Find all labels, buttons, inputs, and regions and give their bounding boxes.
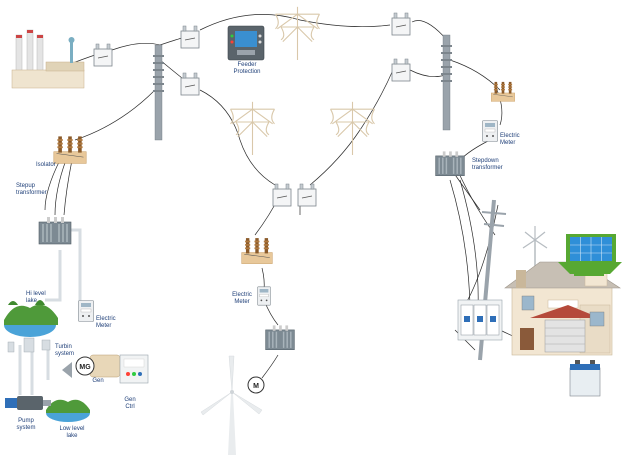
generator-icon: MG: [75, 354, 121, 378]
isolator-label: Isolator: [36, 162, 56, 168]
stepdown-transformer-label: Stepdown transformer: [472, 158, 503, 171]
motor-generator-symbol: MG: [79, 364, 91, 371]
gen-control-icon: [119, 354, 149, 384]
lake-icon: [46, 399, 90, 422]
transformer-icon: [264, 324, 296, 351]
isolator-icon: [53, 135, 87, 164]
pump-icon: [5, 396, 51, 410]
switch-box-icon: [180, 25, 200, 49]
switch-box-icon: [297, 183, 317, 207]
turbine-icon: [7, 337, 72, 378]
lake-icon: [4, 300, 58, 337]
electric-meter-icon: [78, 300, 94, 322]
transformer-icon: [38, 216, 72, 245]
gen-label: Gen: [92, 378, 104, 384]
motor-symbol: M: [253, 383, 259, 390]
transmission-tower-icon: [274, 6, 321, 60]
stepup-transformer-label: Stepup transformer: [16, 183, 47, 196]
feeder-protection-relay-icon: [227, 25, 265, 61]
gen-ctrl-label: Gen Ctrl: [124, 397, 136, 410]
electric-meter-center-label: Electric Meter: [232, 292, 252, 305]
transmission-tower-icon: [229, 101, 276, 155]
battery-icon: [569, 360, 601, 397]
switch-box-icon: [180, 72, 200, 96]
switch-box-icon: [391, 12, 411, 36]
transmission-tower-icon: [329, 101, 376, 155]
motor-icon: M: [247, 376, 265, 394]
transformer-icon: [434, 150, 466, 177]
feeder-protection-label: Feeder Protection: [233, 62, 261, 75]
breaker-panel-icon: [457, 299, 503, 341]
isolator-icon: [490, 81, 516, 102]
high-voltage-pole-icon: [153, 44, 164, 141]
turbin-system-label: Turbin system: [55, 344, 75, 357]
switch-box-icon: [391, 58, 411, 82]
electric-meter-right-label: Electric Meter: [500, 133, 520, 146]
low-level-lake-label: Low level lake: [59, 426, 85, 439]
solar-panel-icon: [558, 234, 622, 276]
wind-turbine-icon: [200, 355, 263, 455]
hi-level-lake-label: Hi level lake: [26, 291, 46, 304]
power-plant-icon: [11, 29, 85, 89]
high-voltage-pole-icon: [441, 34, 452, 131]
pump-system-label: Pump system: [16, 418, 36, 431]
switch-box-icon: [272, 183, 292, 207]
isolator-icon: [241, 237, 273, 265]
electric-meter-icon: [482, 120, 498, 142]
electric-meter-left-label: Electric Meter: [96, 316, 116, 329]
switch-box-icon: [93, 43, 113, 67]
